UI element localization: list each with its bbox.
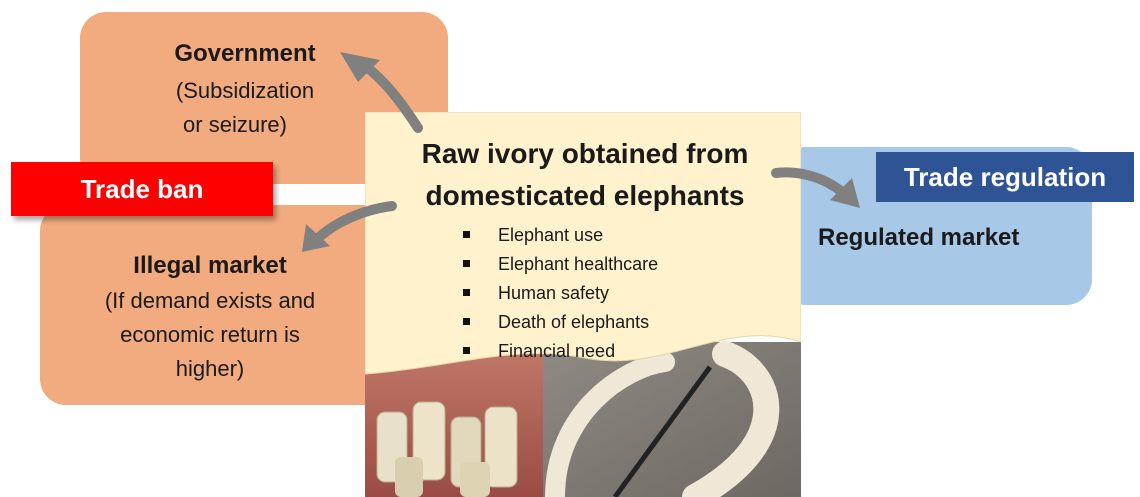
arrow-to-regulated-market bbox=[776, 172, 842, 192]
arrow-to-illegal-market bbox=[318, 206, 392, 238]
arrow-to-government bbox=[368, 68, 418, 128]
